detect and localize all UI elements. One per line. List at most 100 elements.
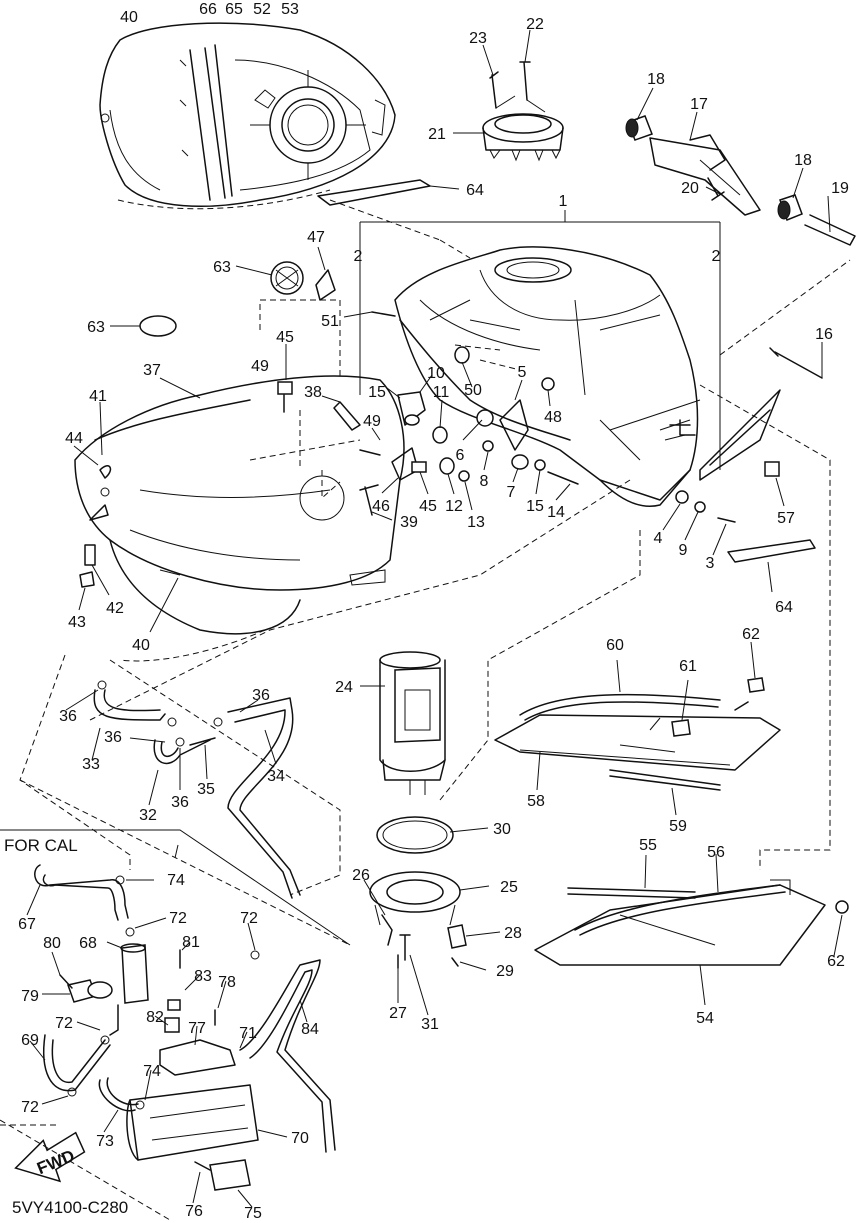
callout-48: 48 [544, 409, 562, 426]
callout-26: 26 [352, 867, 370, 884]
fuel-pump [379, 651, 446, 795]
callout-43: 43 [68, 614, 86, 631]
callout-8: 8 [480, 473, 489, 490]
fuel-cap-assembly [482, 61, 564, 162]
callout-62-upper: 62 [742, 626, 760, 643]
callout-76: 76 [185, 1203, 203, 1220]
callout-29: 29 [496, 963, 514, 980]
callout-40-lower: 40 [132, 637, 150, 654]
callout-31: 31 [421, 1016, 439, 1033]
callout-67: 67 [18, 916, 36, 933]
callout-17: 17 [690, 96, 708, 113]
callout-20: 20 [681, 180, 699, 197]
callout-39: 39 [400, 514, 418, 531]
callout-32: 32 [139, 807, 157, 824]
cal-canister-system [34, 864, 336, 1191]
callout-41: 41 [89, 388, 107, 405]
callout-18-lower: 18 [794, 152, 812, 169]
callout-60: 60 [606, 637, 624, 654]
callout-labels: 40 66 65 52 53 23 22 18 17 21 18 20 19 6… [18, 1, 849, 1222]
callout-59: 59 [669, 818, 687, 835]
side-covers-lower [494, 677, 849, 966]
callout-15-upper: 15 [368, 384, 386, 401]
leader-lines [26, 29, 843, 1208]
callout-79: 79 [21, 988, 39, 1005]
callout-82: 82 [146, 1009, 164, 1026]
callout-81: 81 [182, 934, 200, 951]
callout-71: 71 [239, 1025, 257, 1042]
callout-5: 5 [518, 364, 527, 381]
screw-29 [451, 957, 459, 967]
callout-35: 35 [197, 781, 215, 798]
callout-47: 47 [307, 229, 325, 246]
callout-56: 56 [707, 844, 725, 861]
for-cal-label: FOR CAL [4, 836, 78, 855]
callout-57: 57 [777, 510, 795, 527]
callout-30: 30 [493, 821, 511, 838]
callout-65: 65 [225, 1, 243, 18]
rubber-strip-64-lower [727, 539, 816, 563]
callout-68: 68 [79, 935, 97, 952]
callout-16: 16 [815, 326, 833, 343]
callout-45-upper: 45 [276, 329, 294, 346]
callout-44: 44 [65, 430, 83, 447]
o-ring-30 [376, 816, 454, 854]
callout-84: 84 [301, 1021, 319, 1038]
bracket-26 [381, 914, 393, 946]
callout-36-a: 36 [59, 708, 77, 725]
callout-28: 28 [504, 925, 522, 942]
side-cover-right [699, 389, 781, 481]
callout-66: 66 [199, 1, 217, 18]
callout-6: 6 [456, 447, 465, 464]
callout-9: 9 [679, 542, 688, 559]
callout-74-upper: 74 [167, 872, 185, 889]
callout-72-d: 72 [21, 1099, 39, 1116]
bolt-31 [399, 934, 411, 961]
callout-36-b: 36 [252, 687, 270, 704]
callout-75: 75 [244, 1205, 262, 1222]
part-drawings [14, 22, 856, 1191]
callout-64-lower: 64 [775, 599, 793, 616]
callout-69: 69 [21, 1032, 39, 1049]
callout-52: 52 [253, 1, 271, 18]
callout-78: 78 [218, 974, 236, 991]
callout-72-c: 72 [55, 1015, 73, 1032]
callout-19: 19 [831, 180, 849, 197]
callout-2-left: 2 [354, 248, 363, 265]
fuel-hoses [93, 680, 301, 899]
callout-15-lower: 15 [526, 498, 544, 515]
callout-62-lower: 62 [827, 953, 845, 970]
callout-4: 4 [654, 530, 663, 547]
callout-55: 55 [639, 837, 657, 854]
callout-64-upper: 64 [466, 182, 484, 199]
callout-34: 34 [267, 768, 285, 785]
callout-3: 3 [706, 555, 715, 572]
callout-63-upper: 63 [213, 259, 231, 276]
callout-42: 42 [106, 600, 124, 617]
reference-lines [0, 199, 851, 1221]
grommet-63-lower [139, 315, 177, 337]
callout-21: 21 [428, 126, 446, 143]
callout-61: 61 [679, 658, 697, 675]
clamp-28 [447, 924, 467, 949]
callout-70: 70 [291, 1130, 309, 1147]
callout-58: 58 [527, 793, 545, 810]
callout-51: 51 [321, 313, 339, 330]
fwd-arrow [14, 1131, 86, 1183]
callout-53: 53 [281, 1, 299, 18]
callout-40: 40 [120, 9, 138, 26]
callout-11: 11 [433, 384, 450, 401]
callout-50: 50 [464, 382, 482, 399]
callout-73: 73 [96, 1133, 114, 1150]
hardware-cluster [79, 269, 736, 588]
callout-27: 27 [389, 1005, 407, 1022]
callout-77: 77 [188, 1020, 206, 1037]
callout-36-d: 36 [171, 794, 189, 811]
callout-49-lower: 49 [363, 413, 381, 430]
callout-23: 23 [469, 30, 487, 47]
callout-33: 33 [82, 756, 100, 773]
tank-bottom-view [99, 22, 396, 210]
callout-49-upper: 49 [251, 358, 269, 375]
bolt-16 [769, 347, 823, 379]
